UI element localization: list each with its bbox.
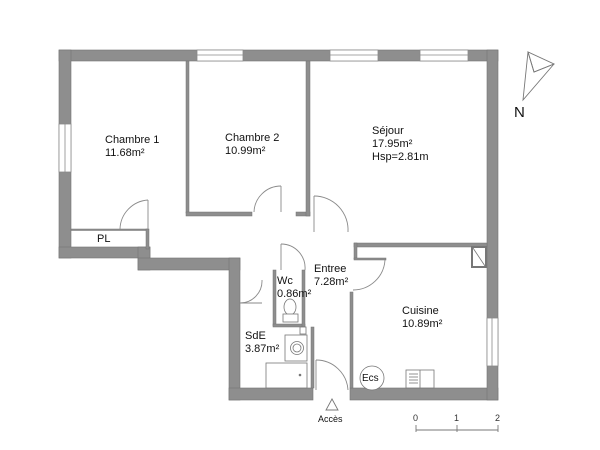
room-area: 3.87m² (245, 343, 280, 355)
exterior-walls (58, 49, 499, 401)
water-heater-icon (359, 365, 385, 391)
access-arrow-icon (325, 398, 339, 411)
room-name: Séjour (372, 125, 404, 137)
access-label: Accès (318, 414, 343, 424)
windows (58, 49, 499, 367)
scale-tick-1: 1 (454, 413, 460, 423)
ceiling-height: Hsp=2.81m (372, 151, 429, 163)
room-label-chambre-1: Chambre 1 11.68m² (105, 134, 159, 160)
toilet-icon (283, 298, 297, 316)
door-swings (119, 185, 386, 391)
room-area: 0.86m² (277, 288, 312, 300)
room-label-entree: Entree 7.28m² (314, 263, 348, 289)
room-label-sde: SdE 3.87m² (245, 330, 279, 356)
room-area: 11.68m² (105, 147, 145, 159)
scale-bar (415, 425, 499, 432)
north-label: N (514, 104, 525, 121)
room-area: 10.89m² (402, 318, 443, 330)
room-name: Chambre 2 (225, 132, 280, 144)
room-area: 7.28m² (314, 276, 349, 288)
scale-tick-2: 2 (495, 413, 501, 423)
room-area: 17.95m² (372, 138, 413, 150)
room-name: Cuisine (402, 305, 439, 317)
room-name: SdE (245, 330, 266, 342)
room-label-wc: Wc 0.86m² (277, 275, 311, 301)
room-area: 10.99m² (225, 145, 266, 157)
room-name: Entree (314, 263, 347, 275)
compass-icon (522, 51, 556, 102)
room-name: Chambre 1 (105, 134, 160, 146)
scale-tick-0: 0 (413, 413, 419, 423)
water-heater-label: Ecs (362, 373, 379, 384)
room-label-sejour: Séjour 17.95m² Hsp=2.81m (372, 125, 429, 164)
fixtures (265, 246, 487, 391)
interior-walls (70, 60, 488, 389)
room-name: Wc (277, 275, 293, 287)
room-label-cuisine: Cuisine 10.89m² (402, 305, 442, 331)
room-label-chambre-2: Chambre 2 10.99m² (225, 132, 279, 158)
closet-label: PL (97, 233, 111, 245)
